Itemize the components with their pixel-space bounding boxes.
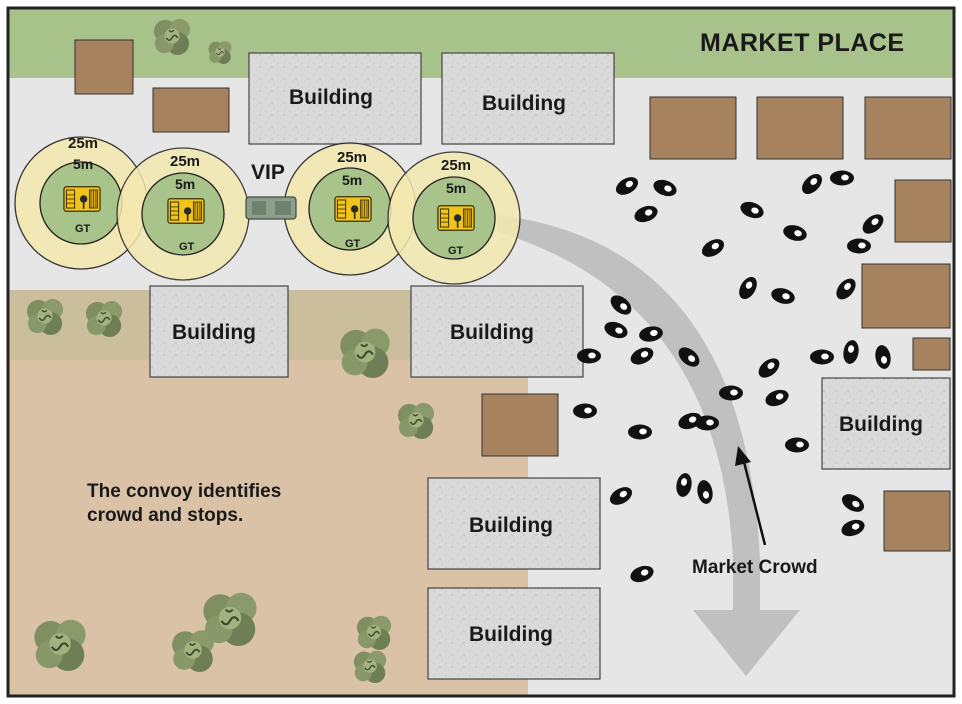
- tree-icon: [33, 618, 87, 673]
- person-icon: [785, 437, 809, 453]
- convoy: [14, 136, 521, 285]
- person-icon: [628, 424, 652, 440]
- building-label: Building: [289, 86, 373, 109]
- crowd-label: Market Crowd: [692, 557, 818, 578]
- building-label: Building: [482, 92, 566, 115]
- person-icon: [847, 238, 871, 254]
- building-label: Building: [450, 321, 534, 344]
- tree-icon: [353, 650, 387, 684]
- caption-line-1: The convoy identifies: [87, 481, 282, 502]
- arrow-icon: [498, 215, 800, 676]
- tree-icon: [208, 40, 232, 65]
- building-label: Building: [469, 514, 553, 537]
- crowd-pointer-icon: [735, 446, 767, 546]
- outer-radius-label: 25m: [170, 153, 201, 170]
- frame: [6, 6, 956, 698]
- vip-vehicle-icon: [245, 196, 297, 220]
- outer-radius-label: 25m: [337, 149, 368, 166]
- building-label: Building: [172, 321, 256, 344]
- vehicle-label: GT: [448, 245, 464, 257]
- huts: [74, 39, 952, 552]
- vehicle-icon: [437, 204, 475, 232]
- caption-line-2: crowd and stops.: [87, 505, 244, 526]
- vehicle-icon: [334, 195, 372, 223]
- tree-icon: [85, 300, 123, 338]
- page-title: MARKET PLACE: [700, 29, 905, 57]
- outer-radius-label: 25m: [68, 135, 99, 152]
- tree-icon: [356, 615, 392, 651]
- vehicle-label: GT: [179, 241, 195, 253]
- person-icon: [695, 415, 719, 431]
- person-icon: [830, 170, 854, 186]
- tree-icon: [153, 18, 191, 56]
- person-icon: [573, 403, 597, 419]
- person-icon: [577, 348, 601, 364]
- buildings: [149, 52, 951, 680]
- inner-radius-label: 5m: [73, 156, 94, 172]
- person-icon: [810, 349, 834, 365]
- vehicle-label: GT: [345, 238, 361, 250]
- inner-radius-label: 5m: [342, 172, 363, 188]
- inner-radius-label: 5m: [446, 180, 467, 196]
- tree-icon: [202, 591, 258, 648]
- inner-radius-label: 5m: [175, 176, 196, 192]
- vehicle-label: GT: [75, 223, 91, 235]
- tree-icon: [26, 298, 64, 336]
- outer-radius-label: 25m: [441, 157, 472, 174]
- vip-label: VIP: [251, 161, 285, 184]
- tree-icon: [339, 327, 391, 380]
- tree-icon: [397, 402, 435, 440]
- building-label: Building: [469, 623, 553, 646]
- person-icon: [719, 385, 743, 401]
- vehicle-icon: [63, 185, 101, 213]
- building-label: Building: [839, 413, 923, 436]
- vehicle-icon: [167, 197, 205, 225]
